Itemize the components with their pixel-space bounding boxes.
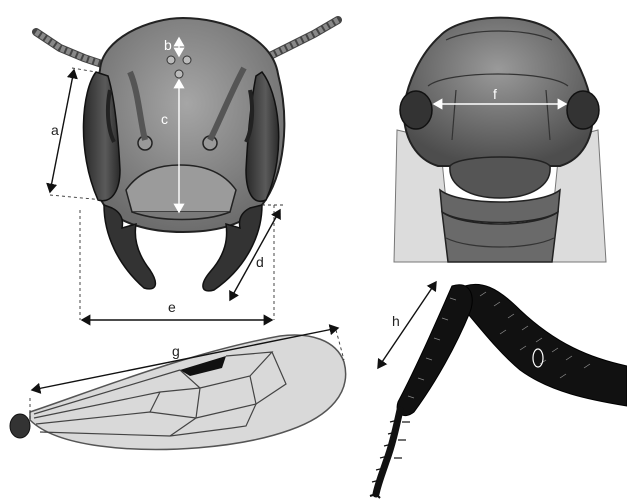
left-tegula	[400, 91, 432, 129]
label-h: h	[392, 313, 400, 329]
forewing-membrane	[30, 335, 346, 449]
ocellus-left	[167, 56, 175, 64]
label-d: d	[256, 254, 264, 270]
ocellus-right	[183, 56, 191, 64]
ocellus-median	[175, 70, 183, 78]
tarsal-segments	[376, 410, 400, 494]
label-f: f	[493, 86, 497, 102]
scutellum	[450, 157, 550, 198]
mesoscutum	[404, 18, 593, 166]
label-c: c	[161, 111, 168, 127]
head-illustration: a b c d e	[36, 18, 338, 320]
label-g: g	[172, 343, 180, 359]
thorax-illustration: f	[394, 18, 606, 262]
hind-leg-illustration: h	[370, 282, 627, 498]
forewing-illustration: g	[10, 328, 346, 449]
label-b: b	[164, 37, 172, 53]
hind-femur	[456, 284, 627, 406]
right-tegula	[567, 91, 599, 129]
wing-base	[10, 414, 30, 438]
label-a: a	[51, 122, 59, 138]
label-e: e	[168, 299, 176, 315]
